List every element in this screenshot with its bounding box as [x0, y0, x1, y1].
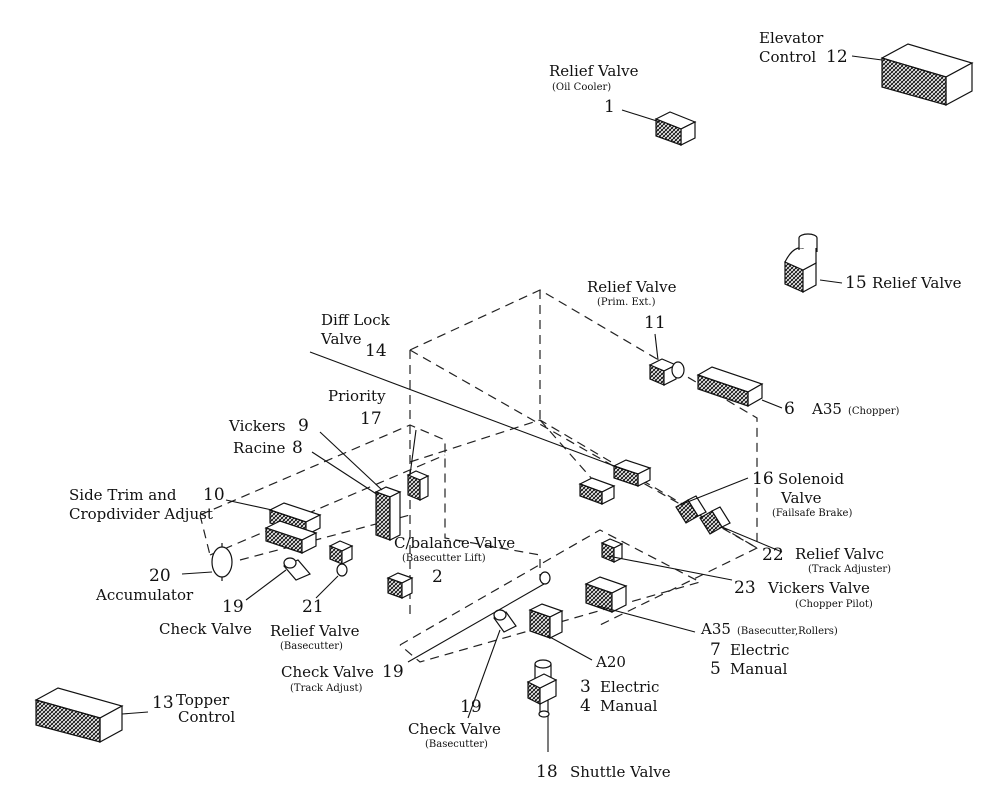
label-shuttle-valve: Shuttle Valve	[570, 763, 671, 781]
label-topper-line2: Control	[178, 708, 235, 726]
label-number-23: 23	[734, 578, 756, 598]
label-chopper-sub: (Chopper)	[848, 406, 900, 417]
label-track-adjust-sub: (Track Adjust)	[290, 683, 362, 694]
label-relief-valve-track: Relief Valvc	[795, 545, 884, 563]
label-number-19-left: 19	[222, 597, 244, 617]
label-diff-lock-line1: Diff Lock	[321, 311, 391, 329]
label-accumulator: Accumulator	[95, 586, 194, 604]
label-topper-line1: Topper	[176, 691, 230, 709]
label-number-6: 6	[784, 399, 795, 419]
label-side-trim-line2: Cropdivider Adjust	[69, 505, 213, 523]
label-oil-cooler-sub: (Oil Cooler)	[552, 82, 611, 93]
label-number-20: 20	[149, 566, 171, 586]
label-check-valve-basecutter: Check Valve	[408, 720, 501, 738]
label-cbalance-valve: C/balance Valve	[394, 534, 515, 552]
label-number-9: 9	[298, 416, 309, 436]
label-number-10: 10	[203, 485, 225, 505]
label-number-7: 7	[710, 640, 721, 660]
label-number-18: 18	[536, 762, 558, 782]
label-number-19-basecutter: 19	[460, 697, 482, 717]
cbalance-valve-block	[386, 572, 414, 599]
check-valve-basecutter-shape	[493, 609, 517, 633]
racine-vickers-block	[374, 486, 402, 541]
check-valve-platform-shape	[539, 571, 551, 585]
label-check-valve-left: Check Valve	[159, 620, 252, 638]
label-number-19-track: 19	[382, 662, 404, 682]
elevator-control-block	[880, 43, 974, 107]
label-check-basecutter-sub: (Basecutter)	[425, 739, 488, 750]
label-diff-lock-line2: Valve	[320, 330, 362, 348]
label-number-21: 21	[302, 597, 324, 617]
label-relief-valve-prim: Relief Valve	[587, 278, 677, 296]
label-relief-valve-basecutter: Relief Valve	[270, 622, 360, 640]
label-number-2: 2	[432, 567, 443, 587]
solenoid-valve-block	[675, 495, 707, 524]
label-basecutter-lift-sub: (Basecutter Lift)	[402, 553, 486, 564]
accumulator-shape	[211, 543, 233, 581]
label-check-valve-track: Check Valve	[281, 663, 374, 681]
labels: Elevator Control 12 Relief Valve (Oil Co…	[69, 29, 962, 782]
relief-valve-track-block	[699, 506, 731, 535]
a35-chopper-block	[696, 366, 764, 408]
label-a20: A20	[595, 653, 626, 671]
label-electric-3: Electric	[600, 678, 659, 696]
label-prim-ext-sub: (Prim. Ext.)	[597, 297, 656, 308]
label-relief-valve-15: Relief Valve	[872, 274, 962, 292]
label-number-11: 11	[644, 313, 666, 333]
label-racine: Racine	[233, 439, 285, 457]
label-manual-4: Manual	[600, 697, 658, 715]
diff-lock-valve-block	[612, 459, 652, 487]
relief-valve-15-block	[784, 233, 818, 294]
label-failsafe-brake-sub: (Failsafe Brake)	[772, 508, 852, 519]
label-vickers-valve: Vickers Valve	[767, 579, 870, 597]
label-relief-valve-oil-cooler: Relief Valve	[549, 62, 639, 80]
check-valve-left-shape	[283, 557, 311, 581]
relief-valve-prim-ext-block	[648, 358, 685, 386]
label-solenoid-line1: Solenoid	[778, 470, 844, 488]
label-number-16: 16	[752, 469, 774, 489]
label-number-3: 3	[580, 677, 591, 697]
label-solenoid-line2: Valve	[780, 489, 822, 507]
chassis-outline	[199, 289, 758, 663]
label-number-17: 17	[360, 409, 382, 429]
label-number-15: 15	[845, 273, 867, 293]
relief-valve-basecutter-block	[328, 540, 354, 577]
a20-block	[528, 603, 564, 639]
label-number-13: 13	[152, 693, 174, 713]
label-number-22: 22	[762, 545, 784, 565]
label-manual-5: Manual	[730, 660, 788, 678]
side-trim-cropdivider-block	[264, 502, 322, 554]
label-a35-chopper: A35	[811, 400, 842, 418]
label-number-8: 8	[292, 438, 303, 458]
shuttle-valve-shape	[526, 659, 558, 718]
label-number-5: 5	[710, 659, 721, 679]
mid-valve-block	[578, 477, 616, 505]
label-vickers: Vickers	[228, 417, 286, 435]
label-elevator-control-line1: Elevator	[759, 29, 824, 47]
label-number-4: 4	[580, 696, 591, 716]
a35-basecutter-block	[584, 576, 628, 613]
topper-control-block	[34, 687, 124, 744]
label-electric-7: Electric	[730, 641, 789, 659]
relief-valve-oil-cooler-block	[654, 111, 697, 146]
label-side-trim-line1: Side Trim and	[69, 486, 177, 504]
label-priority: Priority	[328, 387, 386, 405]
label-number-1: 1	[604, 97, 615, 117]
label-number-14: 14	[365, 341, 387, 361]
label-track-adjuster-sub: (Track Adjuster)	[808, 564, 891, 575]
label-chopper-pilot-sub: (Chopper Pilot)	[795, 599, 873, 610]
leader-lines	[121, 55, 883, 752]
label-a35-basecutter: A35	[700, 620, 731, 638]
label-number-12: 12	[826, 47, 848, 67]
priority-valve-block	[406, 470, 430, 501]
label-relief-basecutter-sub: (Basecutter)	[280, 641, 343, 652]
label-basecutter-rollers-sub: (Basecutter,Rollers)	[737, 626, 838, 637]
label-elevator-control-line2: Control	[759, 48, 816, 66]
